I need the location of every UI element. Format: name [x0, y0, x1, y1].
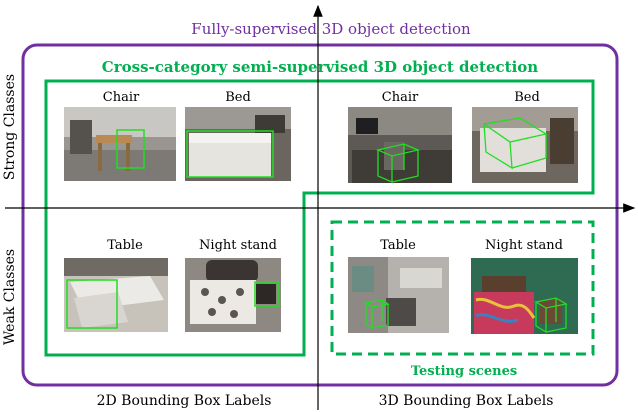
fully-supervised-title: Fully-supervised 3D object detection [191, 20, 471, 38]
scene-photo-table-3d-box-icon [348, 257, 449, 333]
tl-chair-label: Chair [103, 90, 140, 105]
tl-bed-label: Bed [225, 90, 251, 105]
scene-photo-bed-2d-box-icon [185, 107, 291, 181]
bl-table-label: Table [107, 238, 143, 253]
y-axis-weak-label: Weak Classes [2, 249, 18, 345]
testing-scenes-label: Testing scenes [411, 364, 517, 379]
x-axis-3d-label: 3D Bounding Box Labels [379, 393, 554, 409]
br-nightstand-label: Night stand [485, 238, 563, 253]
semi-supervised-title: Cross-category semi-supervised 3D object… [102, 58, 538, 76]
bl-nightstand-label: Night stand [199, 238, 277, 253]
semi-supervised-region [44, 79, 595, 357]
scene-photo-chair-2d-box-icon [64, 107, 176, 181]
tr-bed-label: Bed [514, 90, 540, 105]
y-axis-strong-label: Strong Classes [2, 74, 18, 180]
scene-photo-nightstand-3d-box-icon [471, 258, 578, 334]
scene-photo-chair-3d-box-icon [348, 107, 452, 183]
fully-supervised-region [21, 43, 619, 387]
scene-photo-nightstand-2d-box-icon [185, 258, 281, 332]
tr-chair-label: Chair [382, 90, 419, 105]
x-axis-2d-label: 2D Bounding Box Labels [97, 393, 272, 409]
scene-photo-table-2d-box-icon [64, 258, 168, 332]
br-table-label: Table [380, 238, 416, 253]
scene-photo-bed-3d-box-icon [472, 107, 578, 183]
testing-scenes-region [330, 220, 595, 356]
